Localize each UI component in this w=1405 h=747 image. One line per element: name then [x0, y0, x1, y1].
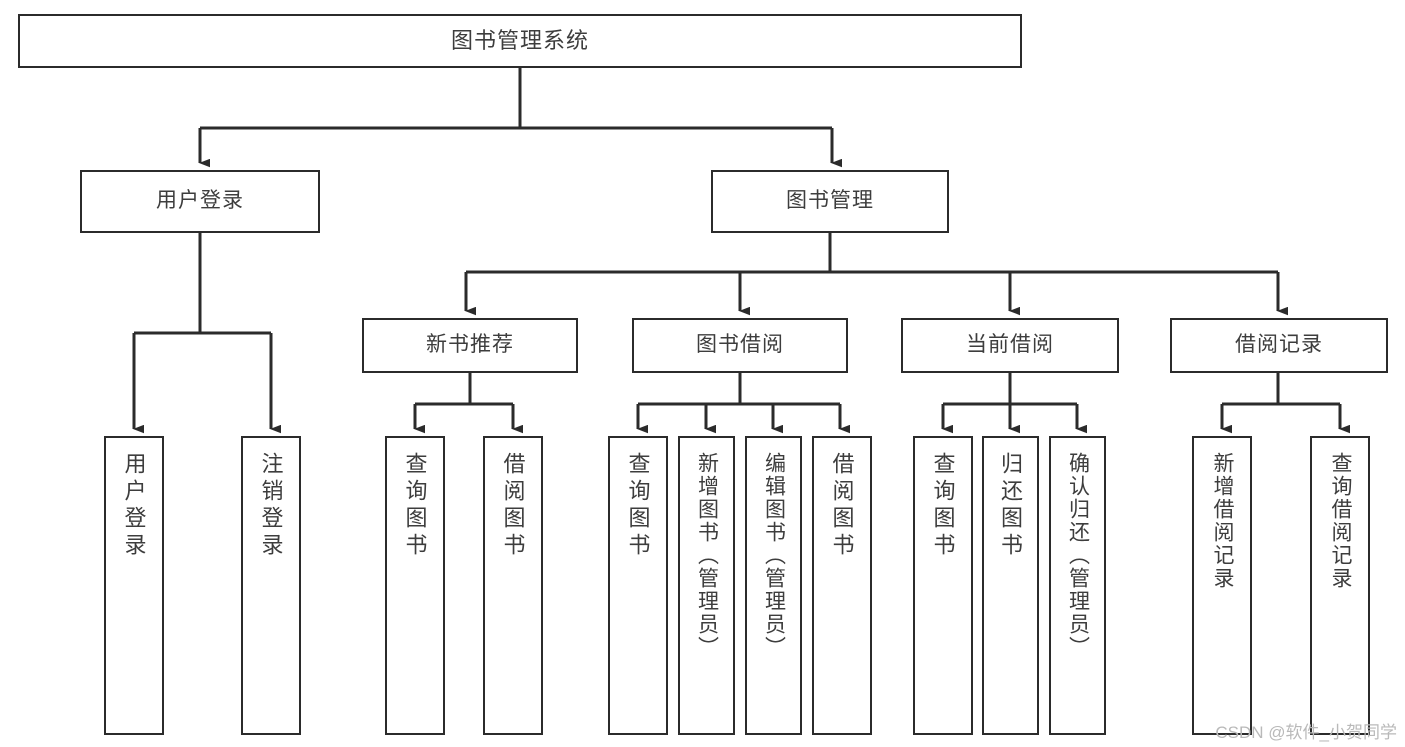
node-user-login[interactable]: 用户登录	[80, 170, 320, 233]
leaf-confirm-return-admin[interactable]: 确认归还（管理员）	[1049, 436, 1106, 735]
node-root-system[interactable]: 图书管理系统	[18, 14, 1022, 68]
node-label: 当前借阅	[966, 333, 1054, 357]
leaf-query-book-3[interactable]: 查询图书	[913, 436, 973, 735]
node-label: 借阅图书	[500, 452, 526, 560]
node-label: 注销登录	[258, 452, 284, 560]
leaf-borrow-book-1[interactable]: 借阅图书	[483, 436, 543, 735]
node-label: 图书管理系统	[450, 28, 589, 54]
node-current-borrow[interactable]: 当前借阅	[901, 318, 1119, 373]
node-label: 借阅记录	[1235, 333, 1323, 357]
node-label: 图书管理	[786, 189, 874, 213]
node-label: 归还图书	[998, 452, 1024, 560]
leaf-query-book-1[interactable]: 查询图书	[385, 436, 445, 735]
leaf-borrow-book-2[interactable]: 借阅图书	[812, 436, 872, 735]
leaf-return-book[interactable]: 归还图书	[982, 436, 1039, 735]
node-label: 新书推荐	[426, 333, 514, 357]
node-label: 编辑图书（管理员）	[762, 452, 786, 659]
node-label: 查询图书	[625, 452, 651, 560]
node-book-borrow[interactable]: 图书借阅	[632, 318, 848, 373]
node-label: 借阅图书	[829, 452, 855, 560]
leaf-user-login[interactable]: 用户登录	[104, 436, 164, 735]
node-new-book-recommend[interactable]: 新书推荐	[362, 318, 578, 373]
csdn-watermark: CSDN @软件_小贺同学	[1215, 723, 1397, 742]
node-label: 确认归还（管理员）	[1066, 452, 1090, 659]
node-label: 新增图书（管理员）	[695, 452, 719, 659]
node-label: 用户登录	[121, 452, 147, 560]
node-borrow-record[interactable]: 借阅记录	[1170, 318, 1388, 373]
node-book-manage[interactable]: 图书管理	[711, 170, 949, 233]
leaf-add-borrow-record[interactable]: 新增借阅记录	[1192, 436, 1252, 735]
node-label: 新增借阅记录	[1211, 452, 1235, 590]
node-label: 查询图书	[930, 452, 956, 560]
node-label: 用户登录	[156, 189, 244, 213]
leaf-query-borrow-record[interactable]: 查询借阅记录	[1310, 436, 1370, 735]
node-label: 查询图书	[402, 452, 428, 560]
leaf-logout-login[interactable]: 注销登录	[241, 436, 301, 735]
node-label: 图书借阅	[696, 333, 784, 357]
node-label: 查询借阅记录	[1329, 452, 1353, 590]
leaf-add-book-admin[interactable]: 新增图书（管理员）	[678, 436, 735, 735]
leaf-query-book-2[interactable]: 查询图书	[608, 436, 668, 735]
leaf-edit-book-admin[interactable]: 编辑图书（管理员）	[745, 436, 802, 735]
